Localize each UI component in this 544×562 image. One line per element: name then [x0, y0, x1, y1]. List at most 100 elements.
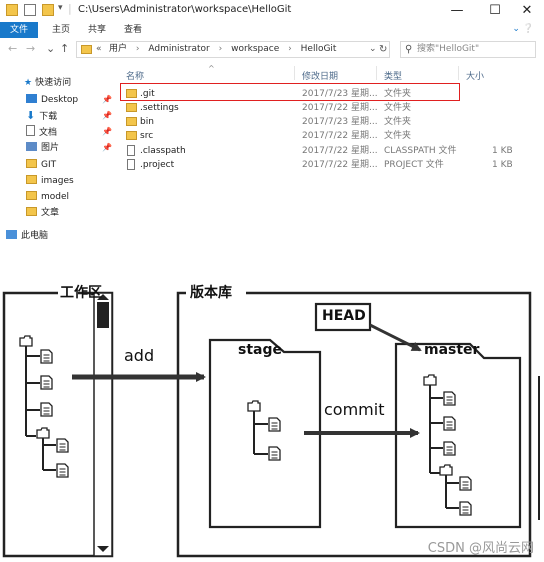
file-row[interactable]: .classpath 2017/7/22 星期... CLASSPATH 文件 … — [118, 144, 544, 158]
maximize-button[interactable]: ☐ — [489, 3, 501, 18]
breadcrumb-overflow[interactable]: « — [96, 44, 102, 54]
quick-access-dropdown-icon[interactable]: ▾ — [58, 3, 63, 13]
watermark: CSDN @风尚云网 — [427, 541, 534, 556]
breadcrumb-administrator[interactable]: Administrator — [148, 44, 210, 54]
sidebar-item-desktop[interactable]: Desktop — [26, 93, 78, 107]
sidebar-item-model[interactable]: model — [26, 190, 69, 204]
column-header-size[interactable]: 大小 — [466, 72, 485, 82]
properties-icon[interactable] — [24, 4, 36, 16]
search-icon: ⚲ — [405, 44, 413, 55]
breadcrumb-separator: › — [135, 44, 140, 54]
address-row: ← → ⌄ ↑ « 用户 › Administrator › workspace… — [0, 38, 544, 62]
breadcrumb-separator: › — [288, 44, 292, 54]
stage-label: stage — [238, 342, 282, 358]
workspace-label: 工作区 — [60, 285, 102, 301]
breadcrumb: 用户 › Administrator › workspace › HelloGi… — [109, 42, 336, 57]
file-row[interactable]: .project 2017/7/22 星期... PROJECT 文件 1 KB — [118, 158, 544, 172]
tab-file[interactable]: 文件 — [0, 22, 39, 38]
folder-icon — [26, 159, 37, 168]
edge-marker — [538, 376, 540, 520]
tab-share[interactable]: 共享 — [88, 25, 107, 35]
folder-icon — [81, 45, 92, 54]
file-type: PROJECT 文件 — [384, 160, 444, 170]
file-row[interactable]: .settings 2017/7/22 星期... 文件夹 — [118, 101, 544, 115]
file-size: 1 KB — [492, 146, 513, 156]
sidebar-item-downloads[interactable]: ⬇下载 — [26, 109, 58, 122]
close-button[interactable]: ✕ — [521, 3, 533, 18]
recent-locations-button[interactable]: ⌄ — [46, 42, 56, 55]
file-modified: 2017/7/22 星期... — [302, 131, 378, 141]
column-header-name[interactable]: 名称 — [126, 72, 145, 82]
file-icon — [127, 159, 135, 170]
repository-box — [176, 291, 532, 558]
forward-button[interactable]: → — [26, 42, 36, 55]
file-type: 文件夹 — [384, 89, 412, 99]
navigation-pane: ★快速访问 Desktop 📌 ⬇下载 📌 文档 📌 图片 📌 GIT imag… — [0, 72, 118, 242]
column-header-type[interactable]: 类型 — [384, 72, 403, 82]
file-modified: 2017/7/22 星期... — [302, 103, 378, 113]
search-input[interactable]: 搜索"HelloGit" — [417, 44, 480, 54]
refresh-button[interactable]: ↻ — [379, 44, 388, 55]
file-name: .git — [140, 89, 155, 99]
folder-icon — [26, 175, 37, 184]
folder-icon — [126, 131, 137, 140]
file-type: CLASSPATH 文件 — [384, 146, 457, 156]
up-button[interactable]: ↑ — [60, 42, 70, 55]
new-folder-icon[interactable] — [42, 4, 54, 16]
file-size: 1 KB — [492, 160, 513, 170]
file-type: 文件夹 — [384, 103, 412, 113]
pin-icon[interactable]: 📌 — [102, 127, 112, 136]
address-dropdown-icon[interactable]: ⌄ — [369, 44, 377, 54]
tab-home[interactable]: 主页 — [52, 25, 71, 35]
breadcrumb-hellogit[interactable]: HelloGit — [300, 44, 337, 54]
sort-arrow-icon: ^ — [208, 64, 215, 73]
minimize-button[interactable]: — — [450, 3, 464, 18]
file-modified: 2017/7/23 星期... — [302, 89, 378, 99]
folder-icon — [26, 191, 37, 200]
sidebar-item-this-pc[interactable]: 此电脑 — [6, 229, 48, 243]
git-diagram: 工作区 版本库 HEAD stage master add commit — [0, 280, 544, 562]
file-modified: 2017/7/22 星期... — [302, 160, 378, 170]
expand-ribbon-icon[interactable]: ⌄ ❔ — [512, 24, 534, 34]
file-name: .project — [140, 160, 175, 170]
search-box[interactable]: ⚲ 搜索"HelloGit" — [400, 41, 536, 58]
file-row[interactable]: src 2017/7/22 星期... 文件夹 — [118, 129, 544, 143]
tab-view[interactable]: 查看 — [124, 25, 143, 35]
sidebar-item-quick-access[interactable]: ★快速访问 — [24, 78, 72, 88]
workspace-file-tree — [19, 335, 69, 478]
head-pointer-box — [314, 302, 372, 332]
file-row[interactable]: .git 2017/7/23 星期... 文件夹 — [118, 87, 544, 101]
pictures-icon — [26, 142, 37, 151]
head-arrow — [369, 323, 422, 352]
computer-icon — [6, 230, 17, 239]
pin-icon[interactable]: 📌 — [102, 143, 112, 152]
repository-label: 版本库 — [190, 285, 232, 301]
sidebar-item-documents[interactable]: 文档 — [26, 125, 57, 139]
workspace-box — [2, 291, 114, 558]
diagram-svg — [2, 291, 532, 558]
master-label: master — [424, 342, 480, 358]
pin-icon[interactable]: 📌 — [102, 95, 112, 104]
sidebar-item-git[interactable]: GIT — [26, 158, 56, 172]
ribbon-tabs: 文件 主页 共享 查看 ⌄ ❔ — [0, 22, 544, 39]
master-branch-box — [394, 342, 522, 529]
column-header-modified[interactable]: 修改日期 — [302, 72, 339, 82]
column-divider[interactable] — [376, 66, 377, 80]
breadcrumb-separator: › — [218, 44, 223, 54]
sidebar-item-pictures[interactable]: 图片 — [26, 141, 59, 155]
breadcrumb-workspace[interactable]: workspace — [231, 44, 280, 54]
sidebar-item-images[interactable]: images — [26, 174, 74, 188]
breadcrumb-users[interactable]: 用户 — [109, 44, 128, 54]
folder-icon — [126, 89, 137, 98]
file-row[interactable]: bin 2017/7/23 星期... 文件夹 — [118, 115, 544, 129]
sidebar-item-articles[interactable]: 文章 — [26, 206, 59, 220]
folder-icon — [26, 207, 37, 216]
column-divider[interactable] — [294, 66, 295, 80]
add-label: add — [124, 346, 155, 365]
pin-icon[interactable]: 📌 — [102, 111, 112, 120]
address-bar[interactable]: « 用户 › Administrator › workspace › Hello… — [76, 41, 390, 58]
file-type: 文件夹 — [384, 131, 412, 141]
column-divider[interactable] — [458, 66, 459, 80]
title-bar: ▾ | C:\Users\Administrator\workspace\Hel… — [0, 0, 544, 22]
back-button[interactable]: ← — [8, 42, 18, 55]
